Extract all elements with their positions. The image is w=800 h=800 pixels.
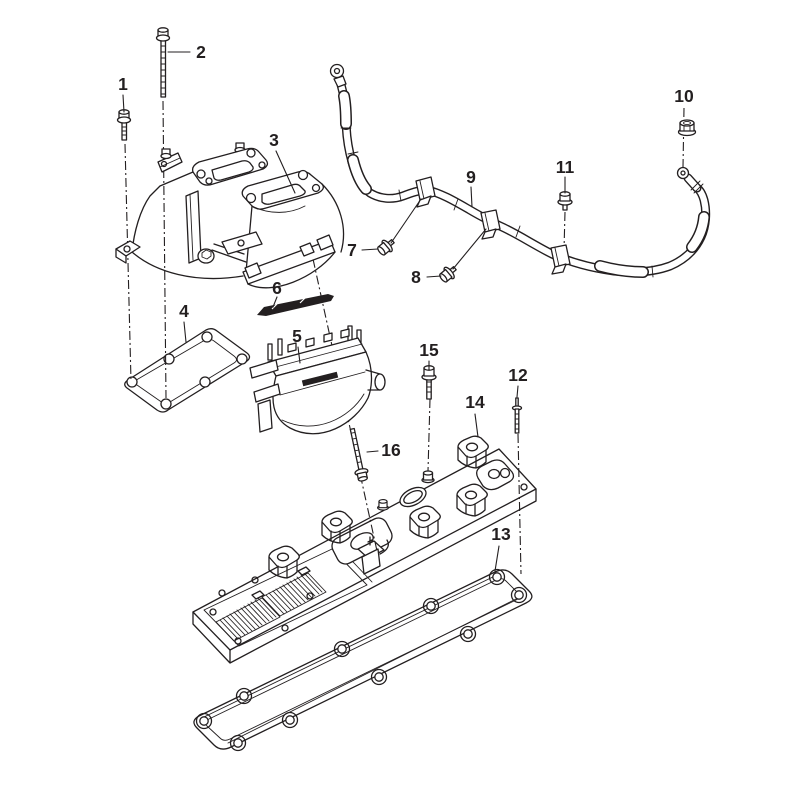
callout-12: 12	[508, 365, 528, 385]
callout-13: 13	[491, 524, 511, 544]
leader-7	[361, 248, 379, 251]
axis-stud-12	[517, 433, 522, 575]
leader-13	[494, 545, 500, 572]
leader-14	[474, 413, 479, 438]
leader-6	[272, 296, 278, 308]
callout-8: 8	[411, 267, 421, 287]
harness-clamp	[550, 244, 571, 275]
leader-1	[122, 94, 125, 113]
callout-9: 9	[466, 167, 476, 187]
stud-12	[511, 397, 523, 434]
axis-bolt-1	[124, 143, 132, 382]
harness-clamp	[480, 209, 501, 240]
callout-16: 16	[381, 440, 401, 460]
intake-connection-3	[115, 142, 345, 289]
intake-manifold-cover-14	[192, 435, 537, 664]
callout-5: 5	[292, 326, 302, 346]
callout-2: 2	[196, 42, 206, 62]
callout-14: 14	[465, 392, 485, 412]
callout-4: 4	[179, 301, 189, 321]
callout-15: 15	[419, 340, 439, 360]
callout-3: 3	[269, 130, 279, 150]
leader-4	[183, 321, 187, 343]
gasket-13	[193, 568, 533, 752]
gasket-4	[124, 328, 251, 413]
leader-9	[470, 186, 473, 208]
ring-terminal-left	[329, 63, 347, 88]
leader-8	[426, 275, 442, 278]
leader-5	[297, 346, 301, 364]
ring-terminal-right	[676, 166, 704, 194]
callout-labels: 1 2 3 4 5 6 7 8 9 10 11 12 13 14 15 16	[118, 42, 694, 544]
wiring-harness-9	[329, 63, 711, 278]
axis-bolt-15	[427, 398, 431, 472]
bolt-16	[349, 427, 369, 482]
bolt-11	[557, 191, 573, 211]
harness-clamp	[415, 176, 436, 208]
leader-3	[275, 150, 296, 194]
bolt-15	[421, 365, 437, 400]
leader-7b	[390, 198, 422, 244]
nut-10	[677, 119, 697, 137]
callout-1: 1	[118, 74, 128, 94]
callout-11: 11	[556, 157, 575, 177]
lifting-bracket	[476, 459, 515, 491]
bolt-2	[155, 27, 171, 98]
throttle-body-5	[249, 325, 386, 435]
leader-8b	[452, 228, 487, 270]
callout-10: 10	[674, 86, 694, 106]
axis-bolt-11	[563, 211, 566, 251]
callout-leaders	[122, 51, 566, 572]
axis-nut-10	[682, 107, 685, 168]
bolt-8	[439, 266, 457, 283]
callout-6: 6	[272, 278, 282, 298]
seal-6	[257, 294, 334, 316]
leader-16	[366, 450, 379, 453]
sensor-on-plate	[357, 536, 389, 575]
axis-bolt-2	[162, 100, 167, 399]
bolt-1	[116, 109, 132, 141]
callout-7: 7	[347, 240, 357, 260]
leader-12	[516, 385, 519, 398]
